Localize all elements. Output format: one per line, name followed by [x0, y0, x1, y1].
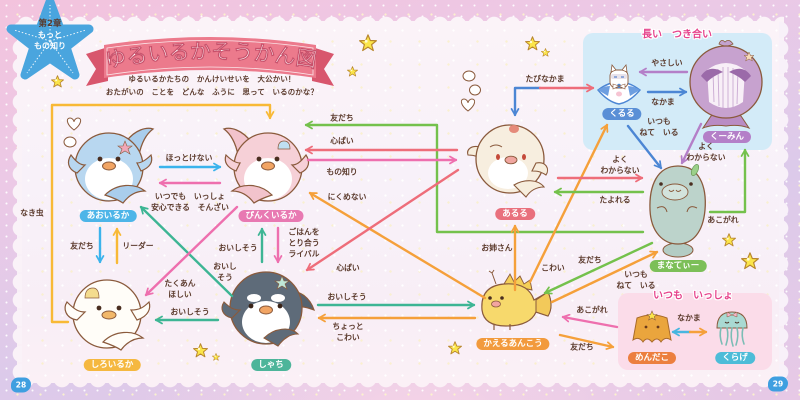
star-icon — [359, 34, 377, 52]
relation-label: にくめない — [327, 192, 367, 202]
relation-label: 友だち — [330, 113, 354, 123]
relation-label: たよれる — [599, 195, 631, 205]
star-icon — [212, 353, 220, 361]
star-icon — [193, 343, 208, 358]
relation-label: 心ぱい — [336, 263, 360, 273]
page-number-left: 28 — [11, 377, 31, 393]
relation-label: やさしい — [651, 58, 683, 68]
relation-label: なかま — [651, 97, 675, 107]
relation-label: おいし そう — [213, 262, 237, 282]
label-shachi[interactable]: しゃち — [251, 359, 291, 371]
relation-label: たびなかま — [525, 74, 565, 84]
relation-label: もの知り — [326, 167, 358, 177]
bubbles-icon — [460, 70, 481, 112]
label-pinkuiruka[interactable]: ぴんくいるか — [238, 210, 304, 222]
label-shiroiruka[interactable]: しろいるか — [83, 359, 141, 371]
subtitle-line1: ゆるいるかたちの かんけいせいを 大公かい！ — [128, 74, 296, 84]
star-icon — [722, 233, 736, 247]
subtitle-line2: おたがいの ことを どんな ふうに 思って いるのかな？ — [105, 87, 319, 97]
label-kaeruankou[interactable]: かえるあんこう — [476, 338, 550, 350]
relation-label: あこがれ — [576, 305, 608, 315]
relation-label: なき虫 — [20, 208, 44, 218]
relation-label: たくあん ほしい — [164, 279, 196, 299]
relation-label: よく わからない — [600, 155, 640, 175]
mendako-character[interactable] — [631, 310, 673, 344]
relation-label: ちょっと こわい — [332, 322, 364, 342]
kumin-character[interactable] — [683, 36, 769, 130]
star-icon — [741, 252, 759, 270]
relation-label: リーダー — [122, 241, 154, 251]
relation-label: お姉さん — [481, 243, 513, 253]
shiroiruka-character[interactable] — [63, 268, 153, 354]
chapter-number: 第2章 — [38, 19, 62, 29]
label-kurage[interactable]: くらげ — [715, 352, 755, 364]
label-aruru[interactable]: あるる — [495, 208, 535, 220]
label-mendako[interactable]: めんだこ — [627, 352, 677, 364]
star-icon — [51, 75, 64, 88]
relation-label: 友だち — [70, 241, 94, 251]
kururu-character[interactable] — [596, 64, 642, 106]
aruru-character[interactable] — [466, 119, 550, 199]
group-title-always-together: いつも いっしょ — [653, 290, 733, 302]
star-icon — [347, 66, 358, 77]
chapter-line2: もの知り — [34, 41, 66, 51]
star-icon — [525, 36, 540, 51]
relation-label: 友だち — [570, 342, 594, 352]
kaeruankou-character[interactable] — [474, 269, 554, 334]
relation-label: ごはんを とり合う ライバル — [288, 227, 320, 259]
kurage-character[interactable] — [713, 308, 751, 348]
relation-label: よく わからない — [686, 142, 726, 162]
relation-label: いつも ねて いる — [639, 117, 679, 137]
star-icon — [448, 341, 462, 355]
relation-label: なかま — [677, 313, 701, 323]
relation-label: こわい — [541, 263, 565, 273]
chapter-line1: もっと — [38, 30, 62, 40]
star-badge-icon — [6, 0, 94, 80]
relation-label: 心ぱい — [330, 136, 354, 146]
manatee-character[interactable] — [645, 160, 711, 260]
aoiiruka-character[interactable] — [65, 121, 155, 207]
label-kumin[interactable]: くーみん — [702, 131, 752, 143]
relation-label: いつでも いっしょ 安心できる そんざい — [151, 192, 229, 212]
title-ribbon: ゆるいるかそうかん図 — [86, 37, 334, 86]
label-kururu[interactable]: くるる — [602, 108, 642, 120]
relation-label: ほっとけない — [165, 153, 213, 163]
relation-label: 友だち — [578, 255, 602, 265]
relation-label: おいしそう — [170, 307, 210, 317]
group-title-long-friends: 長い つき合い — [642, 29, 712, 41]
relation-label: いつも ねて いる — [616, 270, 656, 290]
label-aoiiruka[interactable]: あおいるか — [79, 210, 137, 222]
star-icon — [541, 48, 550, 57]
pinkuiruka-character[interactable] — [222, 121, 312, 207]
relation-label: あこがれ — [707, 215, 739, 225]
relation-label: おいしそう — [218, 243, 258, 253]
relation-label: おいしそう — [327, 292, 367, 302]
chapter-badge: 第2章 もっと もの知り — [4, 0, 96, 88]
label-manatee[interactable]: まなてぃー — [649, 260, 707, 272]
page-number-right: 29 — [768, 376, 788, 392]
